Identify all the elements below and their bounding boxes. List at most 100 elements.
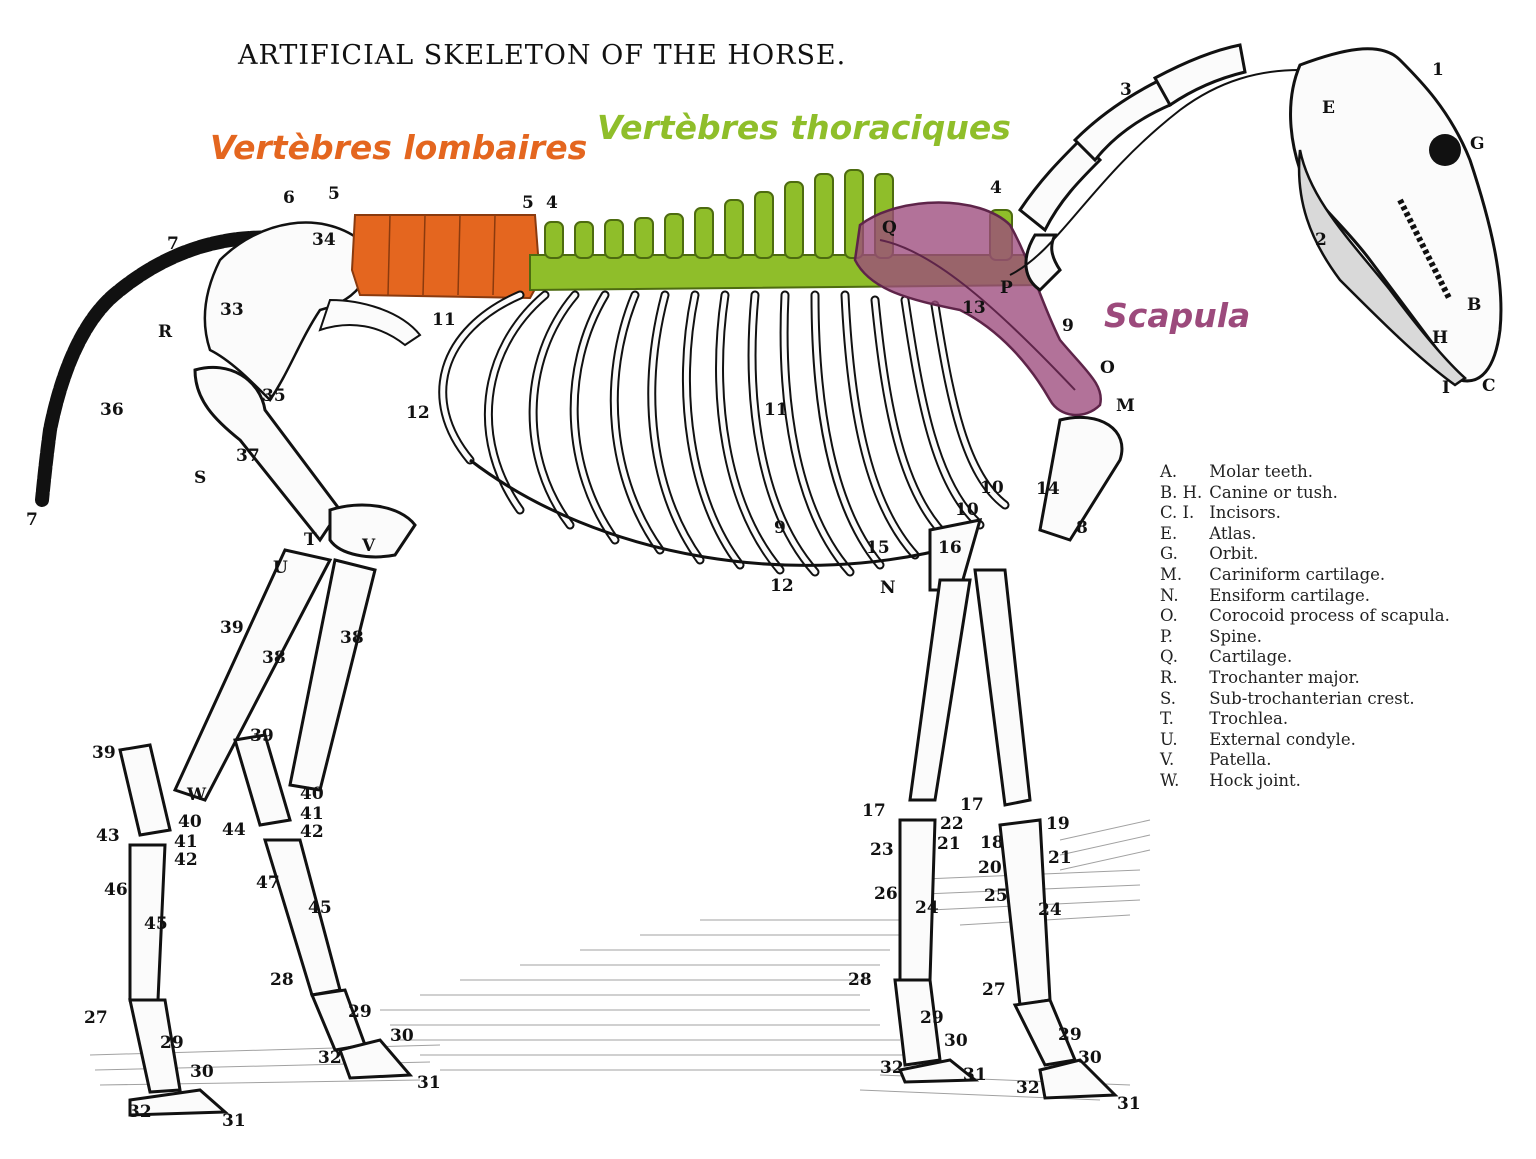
fore-legs [893,415,1124,1100]
label-1: 1 [1432,60,1444,80]
label-42-a: 42 [174,850,198,870]
label-32-d: 32 [1016,1078,1040,1098]
label-43: 43 [96,826,120,846]
legend-text: Orbit. [1209,544,1259,564]
legend-key: A. [1160,462,1178,481]
label-41-a: 41 [174,832,198,852]
label-30-a: 30 [390,1026,414,1046]
diagram-title: ARTIFICIAL SKELETON OF THE HORSE. [238,40,847,71]
label-47: 47 [256,873,280,893]
label-31-c: 31 [963,1065,987,1085]
cervical-vertebrae [1017,43,1247,292]
legend-text: Hock joint. [1209,770,1301,790]
label-4-lumbar: 4 [546,193,558,213]
label-38-a: 38 [262,648,286,668]
label-45-a: 45 [144,914,168,934]
label-B: B [1467,295,1482,315]
label-S: S [194,468,207,488]
label-11: 11 [432,310,456,330]
label-C: C [1482,376,1496,396]
label-28-left: 28 [270,970,294,990]
legend-text: Ensiform cartilage. [1209,585,1371,605]
legend-key: S. [1160,688,1176,708]
label-45-b: 45 [308,898,332,918]
legend-text: Atlas. [1209,523,1257,543]
label-39-a: 39 [220,618,244,638]
legend-text: External condyle. [1209,729,1356,749]
legend-row: B. H. Canine or tush. [1160,483,1450,504]
label-31-b: 31 [222,1111,246,1131]
label-40-b: 40 [300,784,324,804]
label-29-c: 29 [920,1008,944,1028]
legend-text: Molar teeth. [1209,462,1313,481]
hind-legs [118,365,417,1117]
legend-text: Trochlea. [1209,709,1289,729]
label-U: U [273,558,288,578]
label-39-c: 39 [250,726,274,746]
legend-text: Corocoid process of scapula. [1209,606,1450,626]
tail-vertebrae [35,230,307,507]
label-29-a: 29 [348,1002,372,1022]
label-36: 36 [100,400,124,420]
legend-text: Cariniform cartilage. [1209,564,1386,584]
label-5-lumbar: 5 [522,193,534,213]
lumbar-vertebrae [350,214,542,300]
label-14: 14 [1036,479,1060,499]
legend-key: C. I. [1160,503,1195,523]
label-30-c: 30 [944,1031,968,1051]
label-32-b: 32 [128,1102,152,1122]
label-12: 12 [406,403,430,423]
label-40-a: 40 [178,812,202,832]
label-17-right: 17 [960,795,984,815]
sternum [469,458,961,567]
legend-key: E. [1160,523,1178,543]
label-39-b: 39 [92,743,116,763]
label-33: 33 [220,300,244,320]
label-4: 4 [990,178,1002,198]
legend-row: P. Spine. [1160,627,1450,648]
label-32-a: 32 [318,1048,342,1068]
label-13: 13 [962,298,986,318]
label-26: 26 [874,884,898,904]
label-2: 2 [1315,230,1327,250]
legend-row: N. Ensiform cartilage. [1160,586,1450,607]
legend-text: Sub-trochanterian crest. [1209,688,1415,708]
legend-row: W. Hock joint. [1160,771,1450,792]
label-11-rib: 11 [764,400,788,420]
label-17-left: 17 [862,801,886,821]
label-29-d: 29 [1058,1025,1082,1045]
label-46: 46 [104,880,128,900]
legend-key: R. [1160,667,1178,687]
label-20: 20 [978,858,1002,878]
orbit [1429,134,1461,166]
label-34: 34 [312,230,336,250]
label-18: 18 [980,833,1004,853]
label-23: 23 [870,840,894,860]
legend-row: C. I. Incisors. [1160,503,1450,524]
label-35: 35 [262,386,286,406]
label-37: 37 [236,446,260,466]
legend-row: A. Molar teeth. [1160,462,1450,483]
label-25: 25 [984,886,1008,906]
legend-row: R. Trochanter major. [1160,668,1450,689]
legend-key: W. [1160,770,1180,790]
legend-text: Patella. [1209,750,1272,770]
legend-row: U. External condyle. [1160,730,1450,751]
legend-key: N. [1160,585,1179,605]
legend-row: S. Sub-trochanterian crest. [1160,689,1450,710]
lumbar-region-label: Vertèbres lombaires [210,128,588,167]
thoracic-region-label: Vertèbres thoraciques [597,108,1011,147]
label-16: 16 [938,538,962,558]
label-I: I [1442,378,1450,398]
label-M: M [1116,396,1135,416]
label-G: G [1470,134,1485,154]
label-7: 7 [26,510,38,530]
label-42-b: 42 [300,822,324,842]
legend: A. Molar teeth. B. H. Canine or tush. C.… [1160,462,1450,792]
legend-row: V. Patella. [1160,750,1450,771]
mandible [1297,149,1468,387]
label-6: 6 [283,188,295,208]
label-R: R [158,322,173,342]
label-9-rib: 9 [774,518,786,538]
